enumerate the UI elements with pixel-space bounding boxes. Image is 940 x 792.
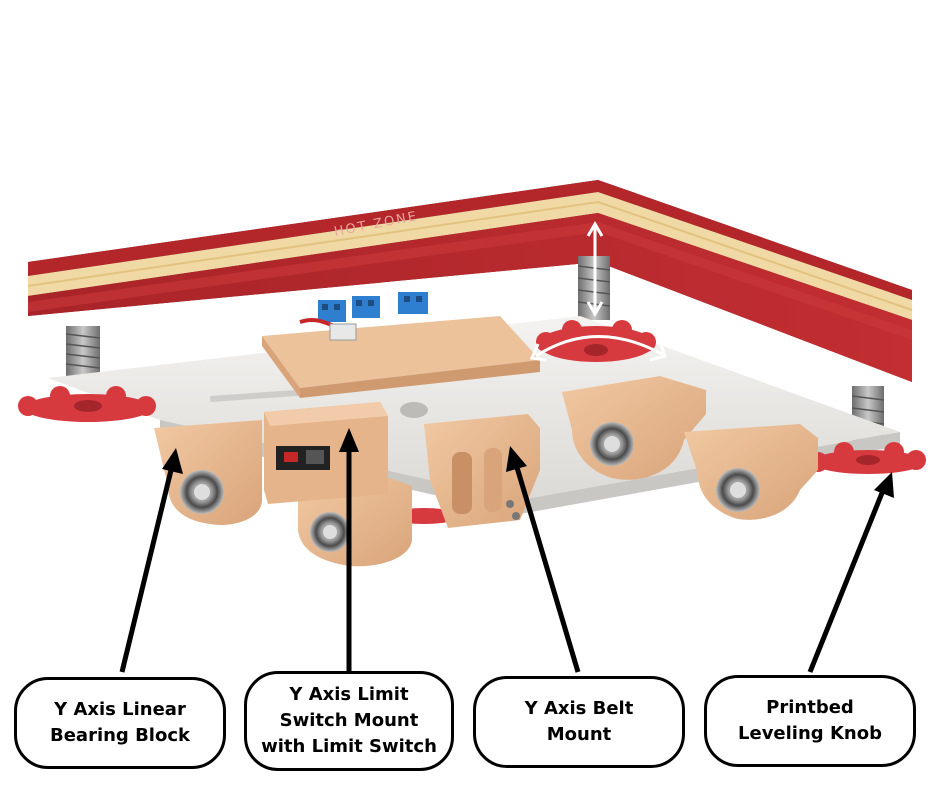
leader-arrow-belt-mount bbox=[513, 463, 581, 673]
wiring-block bbox=[262, 292, 540, 398]
bearing-block-left bbox=[154, 420, 262, 525]
leader-arrow-bearing-block bbox=[119, 465, 175, 673]
bearing-block-back bbox=[562, 376, 706, 480]
arrowhead-limit-switch bbox=[339, 428, 359, 452]
arrowhead-leveling-knob bbox=[874, 472, 894, 498]
label-bearing-block: Y Axis Linear Bearing Block bbox=[14, 677, 226, 769]
limit-switch-mount bbox=[264, 402, 388, 504]
bearing-blocks bbox=[154, 376, 818, 567]
arrowhead-bearing-block bbox=[162, 448, 183, 474]
terminal-blocks bbox=[318, 292, 428, 322]
heatbed: HOT ZONE bbox=[27, 180, 913, 382]
label-belt-mount: Y Axis Belt Mount bbox=[473, 676, 685, 768]
belt-mount bbox=[424, 414, 540, 528]
leader-arrows bbox=[119, 428, 894, 673]
label-limit-switch-mount: Y Axis Limit Switch Mount with Limit Swi… bbox=[244, 671, 454, 771]
bearing-block-right bbox=[684, 424, 818, 520]
arrowhead-belt-mount bbox=[506, 446, 527, 472]
bearing-block-limit bbox=[298, 478, 412, 567]
adjustment-arrows bbox=[529, 221, 667, 362]
label-leveling-knob: Printbed Leveling Knob bbox=[704, 675, 916, 767]
leader-arrow-leveling-knob bbox=[807, 487, 887, 673]
knob-left bbox=[18, 386, 156, 422]
